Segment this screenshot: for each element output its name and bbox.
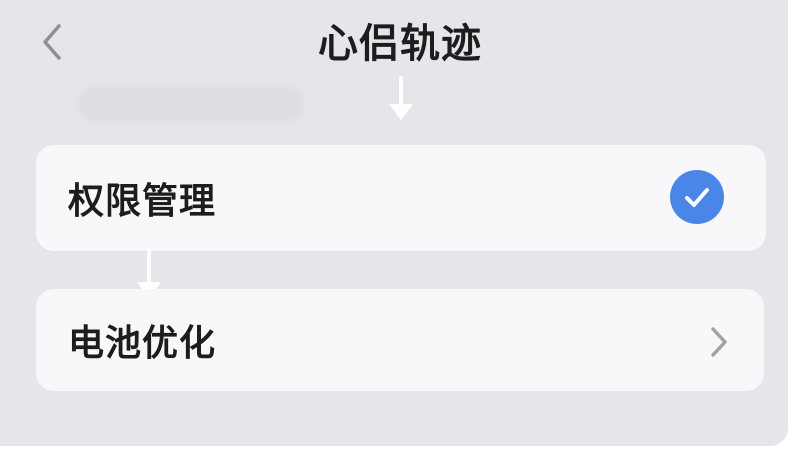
checkmark-circle-icon — [670, 170, 724, 224]
battery-optimization-label: 电池优化 — [68, 323, 217, 364]
chevron-right-icon — [711, 327, 727, 357]
permission-management-item[interactable]: 权限管理 — [36, 145, 766, 251]
back-button[interactable] — [34, 18, 70, 66]
chevron-left-icon — [43, 24, 61, 60]
blurred-placeholder — [78, 86, 304, 122]
down-arrow-icon — [389, 76, 413, 120]
permission-management-label: 权限管理 — [68, 181, 217, 222]
settings-screen: 心侣轨迹 权限管理 电池优化 — [0, 0, 788, 446]
page-title: 心侣轨迹 — [318, 21, 482, 67]
battery-optimization-item[interactable]: 电池优化 — [36, 289, 764, 391]
